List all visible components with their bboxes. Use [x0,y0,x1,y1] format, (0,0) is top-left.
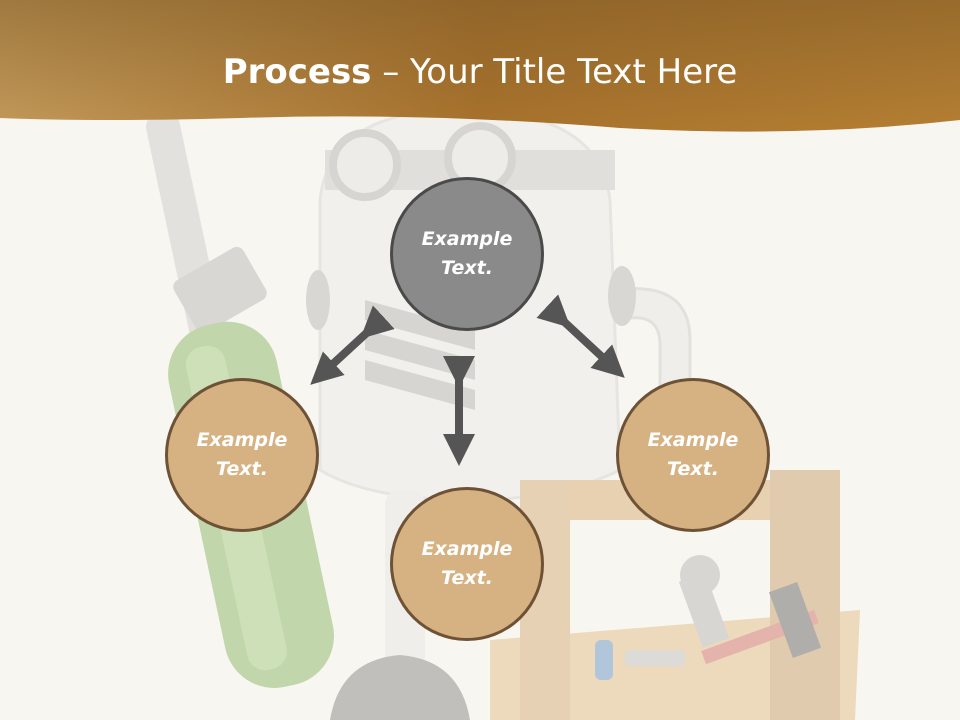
process-node-left[interactable]: Example Text. [165,378,319,532]
node-label: Example Text. [196,429,288,480]
process-node-bottom[interactable]: Example Text. [390,487,544,641]
process-node-right[interactable]: Example Text. [616,378,770,532]
toolbox-icon [490,470,860,720]
node-label: Example Text. [421,228,513,279]
title-rest: – Your Title Text Here [371,52,738,92]
node-label: Example Text. [421,538,513,589]
process-node-center[interactable]: Example Text. [390,177,544,331]
title-banner [0,0,960,132]
title-bold: Process [222,52,372,92]
slide-title: Process – Your Title Text Here [0,52,960,92]
node-label: Example Text. [647,429,739,480]
hammer-icon [701,581,822,665]
wrench-icon [678,555,730,648]
